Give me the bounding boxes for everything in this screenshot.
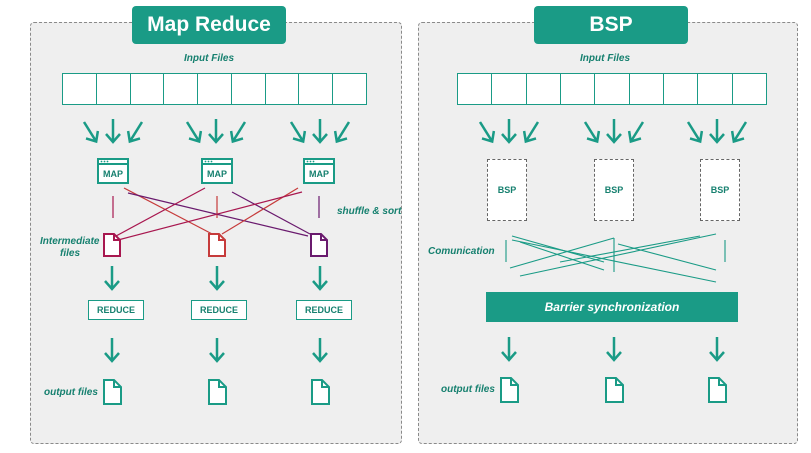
- shuffle-lines: [112, 187, 320, 241]
- file-icon: [103, 233, 121, 257]
- communication-lines: [505, 233, 726, 283]
- arrow-icon: [208, 336, 226, 363]
- mr-input-files-label: Input Files: [184, 53, 234, 64]
- input-file-cell: [492, 74, 527, 104]
- bsp-node-label: BSP: [710, 185, 730, 195]
- bsp-node-1: BSP: [487, 159, 527, 221]
- arrow-icon: [76, 117, 104, 147]
- input-file-cell: [664, 74, 699, 104]
- input-file-cell: [630, 74, 664, 104]
- arrow-icon: [103, 336, 121, 363]
- file-icon: [605, 377, 624, 403]
- arrow-icon: [329, 117, 357, 147]
- file-icon: [310, 233, 328, 257]
- arrow-icon: [726, 117, 754, 147]
- barrier-synchronization-bar: Barrier synchronization: [486, 292, 738, 322]
- input-file-cell: [198, 74, 232, 104]
- arrow-icon: [207, 117, 225, 144]
- reduce-node-1: REDUCE: [88, 300, 144, 320]
- arrow-icon: [708, 335, 726, 362]
- reduce-node-2: REDUCE: [191, 300, 247, 320]
- arrow-icon: [104, 117, 122, 144]
- intermediate-files-label-line2: files: [60, 248, 81, 259]
- bsp-input-files-bar: [457, 73, 767, 105]
- bsp-node-2: BSP: [594, 159, 634, 221]
- arrow-icon: [577, 117, 605, 147]
- input-file-cell: [164, 74, 199, 104]
- arrow-icon: [680, 117, 708, 147]
- arrow-icon: [179, 117, 207, 147]
- intermediate-file-3: [310, 233, 328, 257]
- file-icon: [103, 379, 122, 405]
- arrow-icon: [518, 117, 546, 147]
- input-file-cell: [527, 74, 561, 104]
- input-file-cell: [266, 74, 300, 104]
- map-label: MAP: [207, 169, 227, 179]
- arrow-icon: [122, 117, 150, 147]
- map-label: MAP: [103, 169, 123, 179]
- arrow-icon: [311, 264, 329, 291]
- map-reduce-title: Map Reduce: [132, 6, 286, 44]
- input-file-cell: [97, 74, 131, 104]
- intermediate-file-2: [208, 233, 226, 257]
- arrow-icon: [283, 117, 311, 147]
- bsp-node-label: BSP: [497, 185, 517, 195]
- input-file-cell: [561, 74, 596, 104]
- bsp-node-3: BSP: [700, 159, 740, 221]
- bsp-input-arrows: [472, 117, 754, 147]
- mr-input-arrows: [76, 117, 357, 147]
- input-file-cell: [63, 74, 97, 104]
- file-icon: [500, 377, 519, 403]
- output-file-1: [103, 379, 122, 405]
- intermediate-files-label-line1: Intermediate: [40, 236, 100, 247]
- arrow-icon: [605, 335, 623, 362]
- bsp-output-file-3: [708, 377, 727, 403]
- reduce-node-3: REDUCE: [296, 300, 352, 320]
- input-file-cell: [131, 74, 165, 104]
- input-file-cell: [299, 74, 334, 104]
- output-file-2: [208, 379, 227, 405]
- bsp-output-files-label: output files: [441, 384, 495, 395]
- shuffle-sort-label: shuffle & sort: [337, 206, 402, 217]
- arrow-icon: [208, 264, 226, 291]
- arrow-icon: [472, 117, 500, 147]
- map-label: MAP: [309, 169, 329, 179]
- map-node-3: MAP: [303, 158, 335, 184]
- output-file-3: [311, 379, 330, 405]
- mr-input-files-bar: [62, 73, 367, 105]
- mr-output-files-label: output files: [44, 387, 98, 398]
- input-file-cell: [698, 74, 733, 104]
- map-node-2: MAP: [201, 158, 233, 184]
- arrow-icon: [311, 117, 329, 144]
- arrow-icon: [311, 336, 329, 363]
- arrow-icon: [605, 117, 623, 144]
- arrow-icon: [708, 117, 726, 144]
- file-icon: [311, 379, 330, 405]
- arrow-icon: [103, 264, 121, 291]
- file-icon: [208, 233, 226, 257]
- file-icon: [708, 377, 727, 403]
- map-node-1: MAP: [97, 158, 129, 184]
- input-file-cell: [595, 74, 630, 104]
- input-file-cell: [458, 74, 493, 104]
- bsp-output-file-2: [605, 377, 624, 403]
- file-icon: [208, 379, 227, 405]
- bsp-output-file-1: [500, 377, 519, 403]
- bsp-title: BSP: [534, 6, 688, 44]
- arrow-icon: [225, 117, 253, 147]
- communication-label: Comunication: [428, 246, 495, 257]
- bsp-input-files-label: Input Files: [580, 53, 630, 64]
- bsp-node-label: BSP: [604, 185, 624, 195]
- arrow-icon: [500, 335, 518, 362]
- arrow-icon: [623, 117, 651, 147]
- input-file-cell: [232, 74, 266, 104]
- intermediate-file-1: [103, 233, 121, 257]
- arrow-icon: [500, 117, 518, 144]
